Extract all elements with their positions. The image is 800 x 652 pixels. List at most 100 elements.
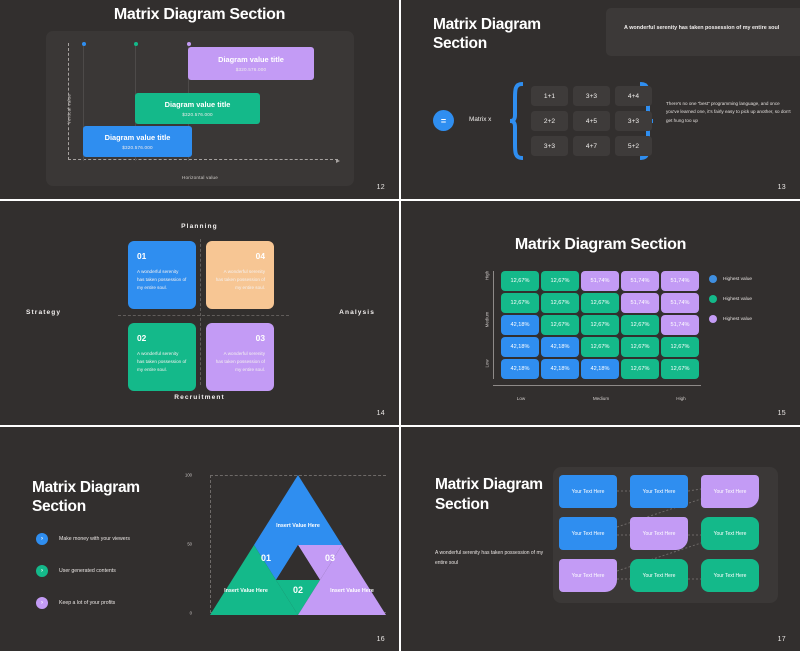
stem-line	[81, 42, 86, 161]
heatmap-cell[interactable]: 42,18%	[541, 359, 579, 379]
axis-label-left: Strategy	[26, 309, 62, 316]
heatmap-cell[interactable]: 51,74%	[661, 293, 699, 313]
quadrant-text: A wonderful serenity has taken possessio…	[215, 269, 265, 290]
heatmap-cell[interactable]: 12,67%	[541, 293, 579, 313]
legend-item[interactable]: Highest value	[709, 275, 752, 283]
heatmap-cell[interactable]: 12,67%	[501, 293, 539, 313]
quadrant-04[interactable]: 04 A wonderful serenity has taken posses…	[206, 241, 274, 309]
legend-dot-icon	[709, 315, 717, 323]
heatmap-cell[interactable]: 51,74%	[661, 271, 699, 291]
heatmap-cell[interactable]: 12,67%	[501, 271, 539, 291]
page-number: 14	[376, 410, 385, 417]
heatmap-cell[interactable]: 12,67%	[661, 359, 699, 379]
left-brace-icon	[509, 82, 523, 160]
matrix-cell[interactable]: 1+1	[531, 86, 568, 106]
matrix-box[interactable]: Your Text Here	[701, 517, 759, 550]
heatmap-cell[interactable]: 12,67%	[581, 337, 619, 357]
chevron-right-icon: ›	[36, 533, 48, 545]
matrix-box[interactable]: Your Text Here	[559, 475, 617, 508]
heatmap-cell[interactable]: 12,67%	[581, 293, 619, 313]
quadrant-03[interactable]: 03 A wonderful serenity has taken posses…	[206, 323, 274, 391]
bar-item[interactable]: Diagram value title $320.576.000	[83, 126, 192, 157]
matrix-label: Matrix x	[469, 116, 492, 123]
triangle-graphic[interactable]	[210, 475, 386, 615]
matrix-cell[interactable]: 4+4	[615, 86, 652, 106]
page-title: Matrix Diagram Section	[433, 16, 541, 52]
list-item[interactable]: › Make money with your viewers	[36, 533, 130, 545]
matrix-cell[interactable]: 5+2	[615, 136, 652, 156]
legend-item[interactable]: Highest value	[709, 315, 752, 323]
x-axis	[493, 385, 701, 386]
horizontal-axis	[68, 159, 338, 160]
chart-panel: Vertical value Horizontal value Diagram …	[46, 31, 354, 186]
page-number: 12	[376, 184, 385, 191]
slide-14[interactable]: Planning Recruitment Strategy Analysis 0…	[0, 201, 399, 425]
triangle-mid-right	[298, 545, 342, 580]
page-number: 16	[376, 636, 385, 643]
legend-item[interactable]: Highest value	[709, 295, 752, 303]
matrix-cell[interactable]: 4+5	[573, 111, 610, 131]
page-title: Matrix Diagram Section	[32, 479, 140, 515]
heatmap-cell[interactable]: 12,67%	[661, 337, 699, 357]
heatmap-cell[interactable]: 42,18%	[541, 337, 579, 357]
heatmap-cell[interactable]: 42,18%	[581, 359, 619, 379]
slide-17[interactable]: Matrix Diagram Section A wonderful seren…	[401, 427, 800, 651]
box-grid: Your Text Here Your Text Here Your Text …	[559, 475, 759, 592]
heatmap-cell[interactable]: 12,67%	[581, 315, 619, 335]
y-tick-50: 50	[187, 541, 192, 547]
divider-horizontal	[118, 315, 289, 316]
matrix-cell[interactable]: 3+3	[531, 136, 568, 156]
triangle-mid-left	[254, 545, 298, 580]
quadrant-number: 01	[137, 251, 147, 261]
matrix-box[interactable]: Your Text Here	[701, 475, 759, 508]
matrix-box[interactable]: Your Text Here	[701, 559, 759, 592]
heatmap-cell[interactable]: 12,67%	[621, 315, 659, 335]
bar-title: Diagram value title	[164, 100, 231, 109]
heatmap-cell[interactable]: 42,18%	[501, 359, 539, 379]
matrix-box[interactable]: Your Text Here	[630, 475, 688, 508]
page-title: Matrix Diagram Section	[514, 236, 687, 253]
legend-label: Highest value	[723, 316, 753, 322]
slide-15[interactable]: Matrix Diagram Section High Medium Low 1…	[401, 201, 800, 425]
heatmap-cell[interactable]: 12,67%	[541, 271, 579, 291]
heatmap-cell[interactable]: 51,74%	[661, 315, 699, 335]
bar-item[interactable]: Diagram value title $320.576.000	[135, 93, 260, 124]
matrix-cell[interactable]: 3+3	[615, 111, 652, 131]
page-number: 13	[777, 184, 786, 191]
matrix-box[interactable]: Your Text Here	[559, 559, 617, 592]
slide-16[interactable]: Matrix Diagram Section › Make money with…	[0, 427, 399, 651]
quadrant-text: A wonderful serenity has taken possessio…	[137, 351, 187, 372]
matrix-cell[interactable]: 4+7	[573, 136, 610, 156]
heatmap-cell[interactable]: 12,67%	[541, 315, 579, 335]
list-item[interactable]: › Keep a lot of your profits	[36, 597, 130, 609]
matrix-cell[interactable]: 3+3	[573, 86, 610, 106]
x-tick-medium: Medium	[592, 396, 610, 401]
quadrant-text: A wonderful serenity has taken possessio…	[215, 351, 265, 372]
heatmap-cell[interactable]: 12,67%	[621, 337, 659, 357]
triangle-bottom-left	[210, 545, 298, 615]
bar-title: Diagram value title	[218, 55, 284, 64]
slide-13[interactable]: Matrix Diagram Section A wonderful seren…	[401, 0, 800, 199]
heatmap-cell[interactable]: 51,74%	[581, 271, 619, 291]
matrix-cell[interactable]: 2+2	[531, 111, 568, 131]
chevron-right-icon: ›	[36, 597, 48, 609]
heatmap-cell[interactable]: 12,67%	[621, 359, 659, 379]
matrix-container: 1+1 3+3 4+4 2+2 4+5 3+3 3+3 4+7 5+2	[509, 82, 654, 160]
bar-item[interactable]: Diagram value title $320.576.000	[188, 47, 314, 80]
list-item-label: Make money with your viewers	[59, 536, 130, 542]
triangle-bottom-right	[298, 545, 386, 615]
heatmap-cell[interactable]: 42,18%	[501, 337, 539, 357]
bullet-list: › Make money with your viewers › User ge…	[36, 533, 130, 629]
heatmap-cell[interactable]: 51,74%	[621, 271, 659, 291]
quadrant-01[interactable]: 01 A wonderful serenity has taken posses…	[128, 241, 196, 309]
matrix-box[interactable]: Your Text Here	[559, 517, 617, 550]
y-tick-100: 100	[185, 472, 192, 478]
quadrant-02[interactable]: 02 A wonderful serenity has taken posses…	[128, 323, 196, 391]
heatmap-cell[interactable]: 42,18%	[501, 315, 539, 335]
matrix-box[interactable]: Your Text Here	[630, 559, 688, 592]
slide-12[interactable]: Matrix Diagram Section Vertical value Ho…	[0, 0, 399, 199]
list-item[interactable]: › User generated contents	[36, 565, 130, 577]
x-tick-low: Low	[516, 396, 526, 401]
matrix-box[interactable]: Your Text Here	[630, 517, 688, 550]
heatmap-cell[interactable]: 51,74%	[621, 293, 659, 313]
